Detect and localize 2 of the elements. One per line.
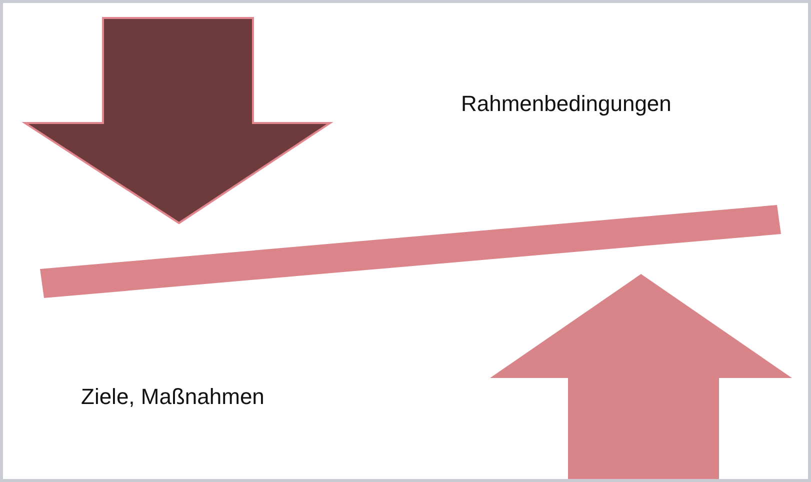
caption-text: Ziele, Maßnahmen (81, 384, 264, 410)
caption-text: Rahmenbedingungen (461, 91, 672, 117)
